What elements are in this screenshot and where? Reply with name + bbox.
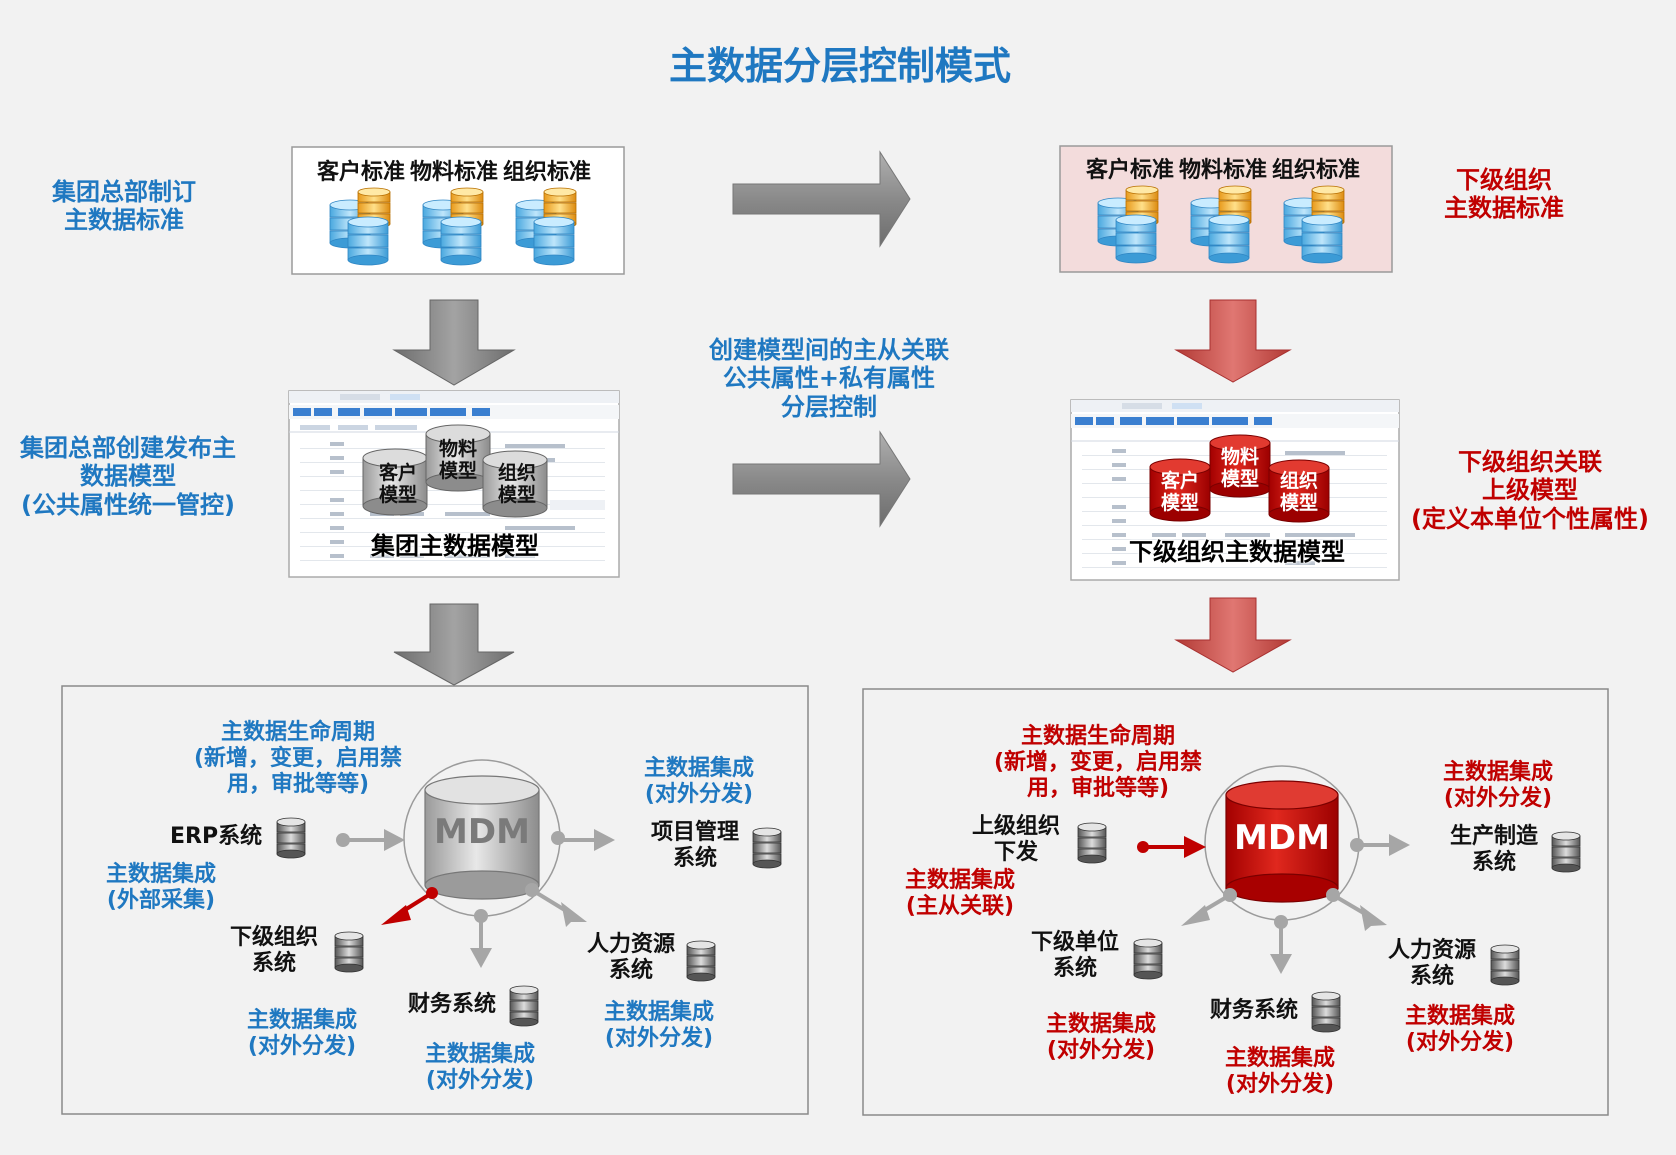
group-standard-customer: 客户标准 — [316, 160, 406, 185]
group-mdm-center: MDM — [434, 812, 530, 852]
sub-standard-org: 组织标准 — [1271, 158, 1361, 183]
sub-finance-label: 财务系统 — [1210, 998, 1299, 1023]
group-lifecycle-text: 主数据生命周期 (新增，变更，启用禁 用，审批等等) — [193, 720, 403, 797]
right-arrow-top — [732, 150, 911, 248]
right-arrow-middle — [732, 430, 911, 528]
group-finance-label: 财务系统 — [408, 992, 497, 1017]
sub-hr-label: 人力资源 系统 — [1387, 938, 1477, 989]
sub-standard-customer: 客户标准 — [1085, 158, 1175, 183]
group-finance-integration: 主数据集成 (对外分发) — [424, 1042, 536, 1093]
sub-mdm-center: MDM — [1234, 818, 1330, 858]
group-project-label: 项目管理 系统 — [650, 820, 740, 871]
sub-standard-label: 下级组织 主数据标准 — [1444, 166, 1564, 223]
page-title: 主数据分层控制模式 — [668, 44, 1012, 88]
sub-upper-integration: 主数据集成 (主从关联) — [904, 868, 1016, 919]
sub-model-caption: 下级组织主数据模型 — [1129, 538, 1345, 566]
group-standard-label: 集团总部制订 主数据标准 — [52, 178, 196, 235]
sub-subunit-integration: 主数据集成 (对外分发) — [1045, 1012, 1157, 1063]
group-suborg-label: 下级组织 系统 — [229, 925, 319, 976]
group-model-material: 物料模型 — [438, 438, 478, 483]
sub-finance-integration: 主数据集成 (对外分发) — [1224, 1046, 1336, 1097]
group-hr-integration: 主数据集成 (对外分发) — [603, 1000, 715, 1051]
sub-production-label: 生产制造 系统 — [1449, 824, 1539, 875]
sub-production-integration: 主数据集成 (对外分发) — [1442, 760, 1554, 811]
group-project-integration: 主数据集成 (对外分发) — [643, 756, 755, 807]
sub-lifecycle-text: 主数据生命周期 (新增，变更，启用禁 用，审批等等) — [993, 724, 1203, 801]
middle-relation-text: 创建模型间的主从关联 公共属性+私有属性 分层控制 — [709, 336, 949, 421]
group-model-customer: 客户模型 — [378, 462, 418, 507]
sub-model-label: 下级组织关联 上级模型 (定义本单位个性属性) — [1411, 448, 1649, 533]
group-standard-material: 物料标准 — [409, 160, 499, 185]
sub-mdm-panel — [862, 688, 1609, 1116]
sub-model-material: 物料模型 — [1220, 446, 1260, 491]
sub-model-org: 组织模型 — [1279, 470, 1319, 515]
group-model-label: 集团总部创建发布主 数据模型 (公共属性统一管控) — [20, 434, 236, 519]
group-erp-integration: 主数据集成 (外部采集) — [105, 862, 217, 913]
group-model-org: 组织模型 — [497, 462, 537, 507]
sub-model-customer: 客户模型 — [1160, 470, 1200, 515]
group-erp-label: ERP系统 — [170, 824, 263, 849]
group-suborg-integration: 主数据集成 (对外分发) — [246, 1008, 358, 1059]
group-hr-label: 人力资源 系统 — [586, 932, 676, 983]
sub-hr-integration: 主数据集成 (对外分发) — [1404, 1004, 1516, 1055]
sub-subunit-label: 下级单位 系统 — [1030, 930, 1120, 981]
sub-standard-material: 物料标准 — [1178, 158, 1268, 183]
sub-upper-label: 上级组织 下发 — [971, 814, 1061, 865]
group-model-screenshot — [288, 390, 620, 578]
group-model-caption: 集团主数据模型 — [371, 532, 539, 560]
group-standard-org: 组织标准 — [502, 160, 592, 185]
